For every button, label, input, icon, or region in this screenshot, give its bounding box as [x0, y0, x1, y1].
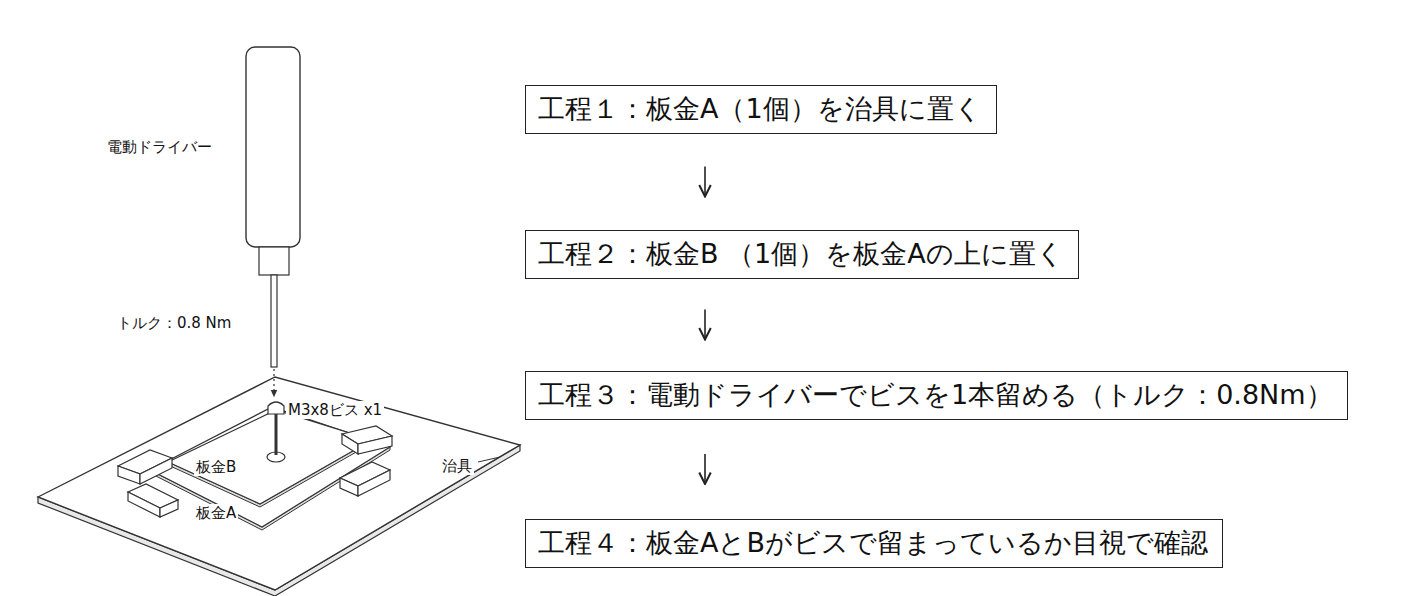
flow-arrow — [704, 310, 706, 340]
process-box: 工程４：板金AとBがビスで留まっているか目視で確認 — [525, 519, 1223, 568]
process-box: 工程２：板金B （1個）を板金Aの上に置く — [525, 230, 1079, 279]
part-label: トルク：0.8 Nm — [115, 314, 233, 332]
sheet-metal-a — [150, 407, 390, 530]
flow-arrow — [704, 454, 706, 484]
process-step-text: 工程４：板金AとBがビスで留まっているか目視で確認 — [538, 527, 1208, 559]
part-label: 電動ドライバー — [105, 138, 214, 156]
process-step-text: 工程２：板金B （1個）を板金Aの上に置く — [538, 238, 1064, 270]
part-label: 板金B — [194, 458, 238, 476]
process-box: 工程１：板金A（1個）を治具に置く — [525, 85, 997, 134]
process-step-text: 工程３：電動ドライバーでビスを1本留める（トルク：0.8Nm） — [538, 379, 1333, 411]
process-box: 工程３：電動ドライバーでビスを1本留める（トルク：0.8Nm） — [525, 371, 1348, 420]
flow-arrow — [704, 167, 706, 197]
part-label: 治具 — [440, 457, 474, 475]
jig-plate — [38, 377, 520, 596]
screw — [268, 402, 284, 455]
leader-line — [478, 457, 500, 462]
jig-guide-blocks — [118, 426, 392, 517]
process-step-text: 工程１：板金A（1個）を治具に置く — [538, 93, 982, 125]
sheet-metal-b — [168, 410, 372, 507]
part-label: 板金A — [194, 504, 238, 522]
electric-screwdriver — [246, 47, 300, 394]
part-label: M3x8ビス x1 — [286, 401, 384, 419]
